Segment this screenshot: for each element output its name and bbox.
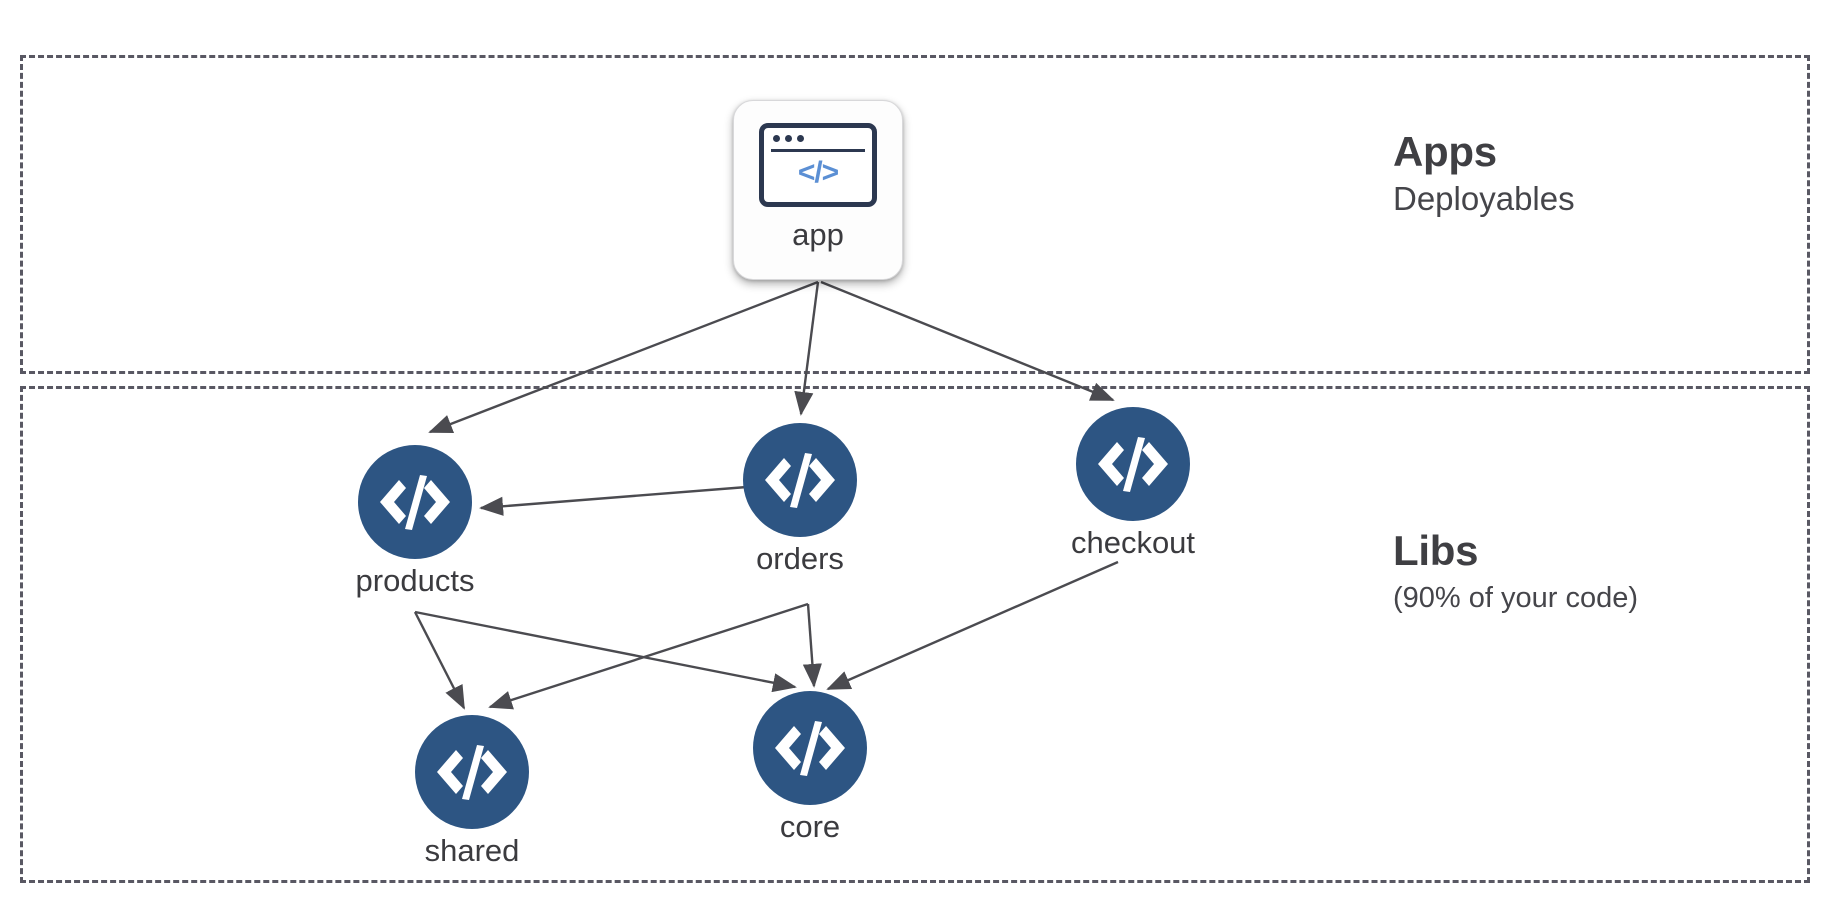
node-products[interactable]: products [356, 445, 474, 598]
node-orders-label: orders [756, 541, 844, 576]
node-core[interactable]: core [753, 691, 867, 844]
node-app[interactable]: </> app [733, 100, 903, 280]
code-brackets-icon [358, 445, 472, 559]
apps-caption-subtitle: Deployables [1393, 180, 1575, 218]
node-products-label: products [355, 563, 475, 598]
window-dots [773, 135, 804, 142]
node-checkout[interactable]: checkout [1071, 407, 1195, 560]
node-app-label: app [792, 217, 844, 252]
apps-section-caption: Apps Deployables [1393, 128, 1575, 218]
code-brackets-icon [753, 691, 867, 805]
code-brackets-icon [415, 715, 529, 829]
libs-section-box [20, 386, 1810, 883]
code-brackets-glyph: </> [797, 156, 839, 189]
browser-window-code-icon: </> [759, 123, 877, 207]
libs-section-caption: Libs (90% of your code) [1393, 527, 1638, 615]
apps-caption-title: Apps [1393, 128, 1497, 175]
node-checkout-label: checkout [1070, 525, 1196, 560]
node-orders[interactable]: orders [743, 423, 857, 576]
window-titlebar-rule [771, 149, 865, 152]
code-brackets-icon [1076, 407, 1190, 521]
libs-caption-subtitle: (90% of your code) [1393, 582, 1639, 615]
node-core-label: core [779, 809, 841, 844]
libs-caption-title: Libs [1393, 527, 1479, 574]
node-shared[interactable]: shared [415, 715, 529, 868]
code-brackets-icon [743, 423, 857, 537]
node-shared-label: shared [424, 833, 520, 868]
